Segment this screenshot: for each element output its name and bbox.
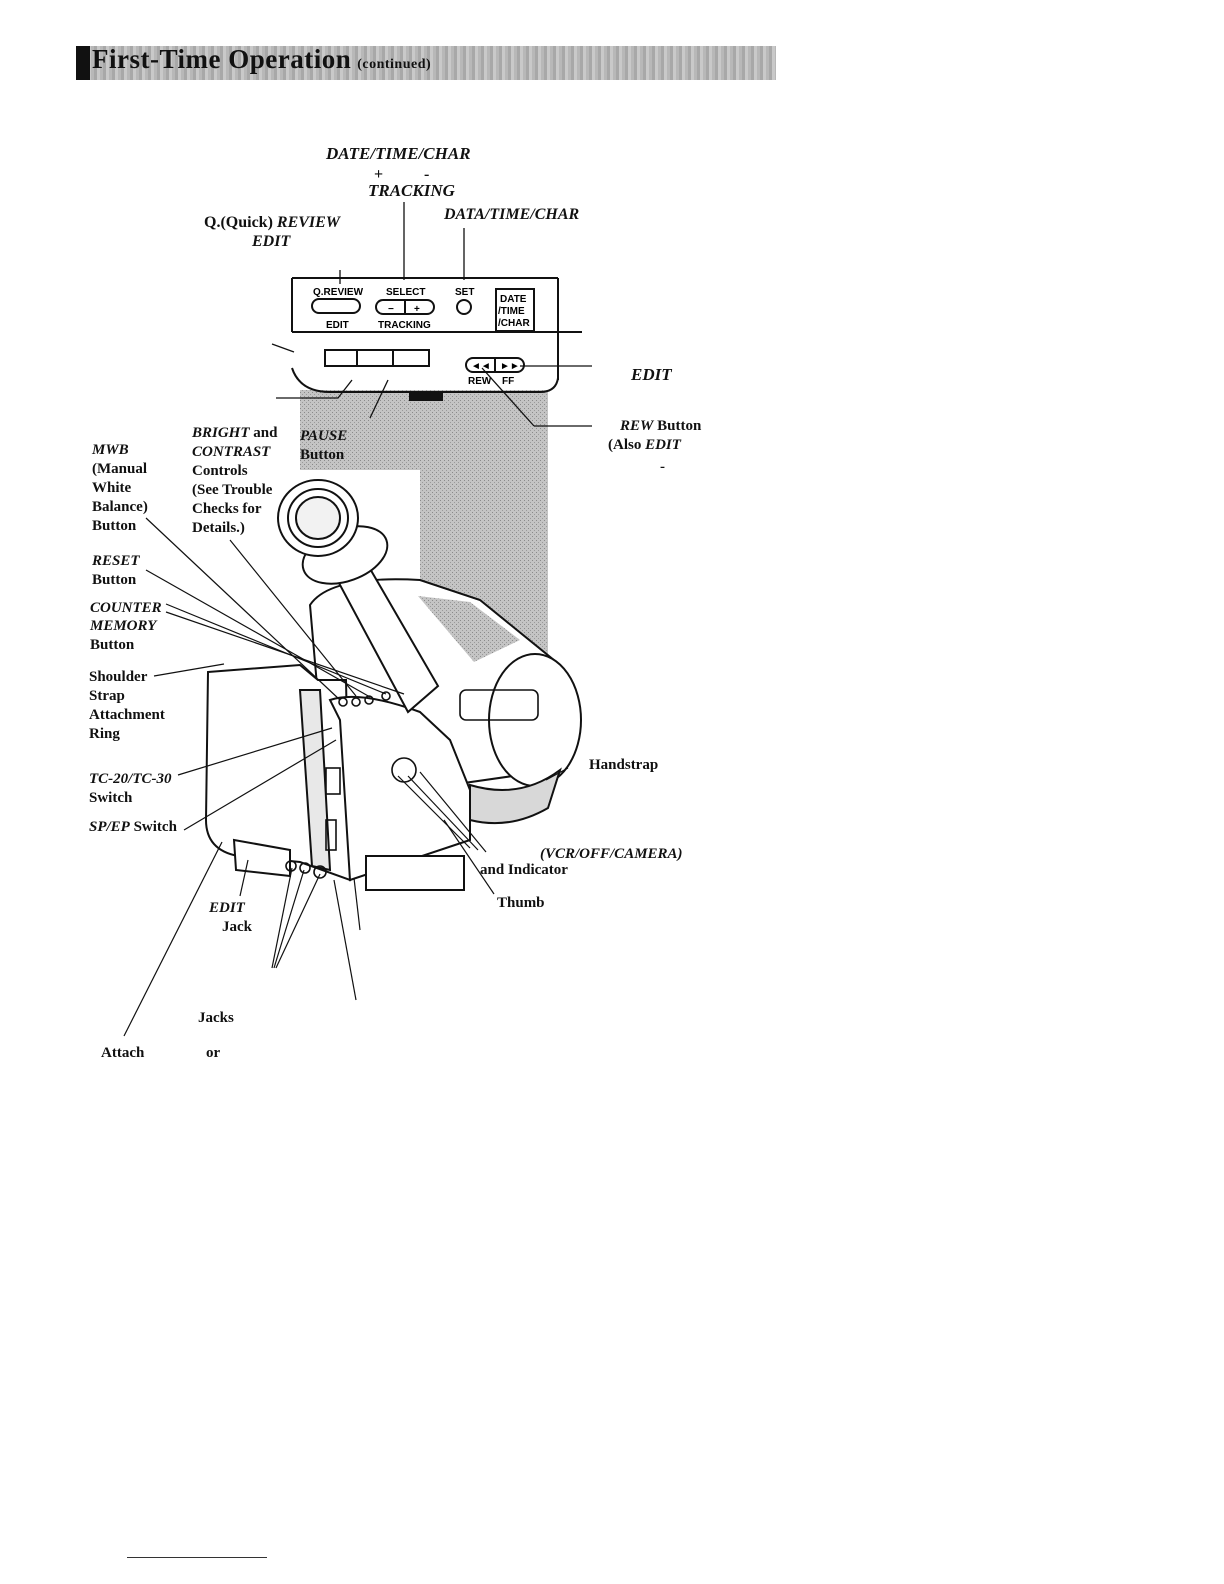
callout-manual: (Manual xyxy=(92,461,148,477)
callout-dash: - xyxy=(660,459,665,475)
callout-and: and xyxy=(253,425,278,441)
callout-white: White xyxy=(92,480,132,496)
callout-reset: RESET xyxy=(92,553,140,569)
callout-and-indicator: and Indicator xyxy=(480,862,568,878)
callout-bright-and: BRIGHT and xyxy=(192,424,277,443)
label-edit-under-review: EDIT xyxy=(252,233,291,250)
callout-ring: Ring xyxy=(89,726,120,742)
callout-jacks: Jacks xyxy=(198,1010,234,1026)
panel-char-label: /CHAR xyxy=(498,318,530,329)
callout-tc-switch: TC-20/TC-30 xyxy=(89,771,172,787)
page-title: First-Time Operation (continued) xyxy=(92,44,431,75)
viewfinder xyxy=(277,479,440,714)
page-title-text: First-Time Operation xyxy=(92,44,352,74)
label-date-time-char-right: DATA/TIME/CHAR xyxy=(444,206,580,223)
callout-spep-plain: Switch xyxy=(133,819,177,835)
callout-or: or xyxy=(206,1045,221,1061)
panel-rew-glyph: ◄◄ xyxy=(471,361,491,372)
callout-contrast: CONTRAST xyxy=(192,444,271,460)
callout-controls: Controls xyxy=(192,463,248,479)
panel-tracking-label: TRACKING xyxy=(378,320,431,331)
callout-balance: Balance) xyxy=(92,499,148,515)
control-panel xyxy=(291,277,582,401)
header-marker xyxy=(76,46,90,80)
callout-also-edit-italic: EDIT xyxy=(645,437,681,453)
panel-minus-sign: − xyxy=(388,304,394,315)
callout-mwb: MWB xyxy=(92,442,129,458)
label-tracking: TRACKING xyxy=(368,181,455,200)
panel-edit-label: EDIT xyxy=(326,320,349,331)
callout-also-edit: (Also EDIT xyxy=(608,436,681,455)
panel-set-label: SET xyxy=(455,287,474,298)
page-subtitle: (continued) xyxy=(357,57,432,72)
callout-pause: PAUSE xyxy=(300,428,348,444)
label-quick-text: Q.(Quick) xyxy=(204,214,273,231)
callout-handstrap: Handstrap xyxy=(589,757,659,773)
callout-tc-switch-plain: Switch xyxy=(89,790,133,806)
panel-select-label: SELECT xyxy=(386,287,425,298)
panel-rew-label: REW xyxy=(468,376,492,387)
callout-rew-plain: Button xyxy=(657,418,702,434)
panel-ff-glyph: ►► xyxy=(500,361,520,372)
callout-bright: BRIGHT xyxy=(192,425,250,441)
panel-buttons xyxy=(311,288,535,373)
panel-date-label: DATE xyxy=(500,294,527,305)
callout-rew-italic: REW xyxy=(620,418,654,434)
callout-thumb: Thumb xyxy=(497,895,545,911)
callout-details: Details.) xyxy=(192,520,245,536)
leader-lines-side xyxy=(123,517,569,1037)
label-date-time-char-top: DATE/TIME/CHAR xyxy=(326,144,471,163)
callout-vcr-off-camera: (VCR/OFF/CAMERA) xyxy=(540,846,683,862)
callout-also-plain: (Also xyxy=(608,437,642,453)
header-band xyxy=(76,46,776,80)
callout-checks-for: Checks for xyxy=(192,501,262,517)
callout-counter: COUNTER xyxy=(90,600,162,616)
label-quick-review: Q.(Quick) REVIEW xyxy=(204,213,340,232)
callout-edit-jack-italic: EDIT xyxy=(209,900,245,916)
callout-memory: MEMORY xyxy=(90,618,157,634)
callout-edit-jack-plain: Jack xyxy=(222,919,252,935)
callout-rew-button: REW Button xyxy=(620,417,701,436)
viewfinder-shadow-tone xyxy=(418,596,520,662)
label-review-text: REVIEW xyxy=(276,214,341,231)
callout-spep-switch: SP/EP Switch xyxy=(89,818,177,837)
footer-rule xyxy=(127,1557,267,1558)
callout-counter-button: Button xyxy=(90,637,135,653)
leader-lines-top xyxy=(271,202,592,427)
panel-ff-label: FF xyxy=(502,376,514,387)
callout-pause-button: Button xyxy=(300,447,345,463)
callout-attachment: Attachment xyxy=(89,707,165,723)
callout-strap: Strap xyxy=(89,688,125,704)
panel-plus-sign: + xyxy=(414,304,420,315)
callout-shoulder: Shoulder xyxy=(89,669,148,685)
callout-reset-button: Button xyxy=(92,572,137,588)
panel-q-review-label: Q.REVIEW xyxy=(313,287,364,298)
label-plus: + xyxy=(374,166,384,183)
callout-mwb-button: Button xyxy=(92,518,137,534)
callout-see-trouble: (See Trouble xyxy=(192,482,273,498)
callout-attach: Attach xyxy=(101,1045,145,1061)
label-edit-right: EDIT xyxy=(631,365,672,384)
callout-spep-italic: SP/EP xyxy=(89,819,130,835)
label-minus: - xyxy=(424,166,430,183)
panel-time-label: /TIME xyxy=(498,306,525,317)
